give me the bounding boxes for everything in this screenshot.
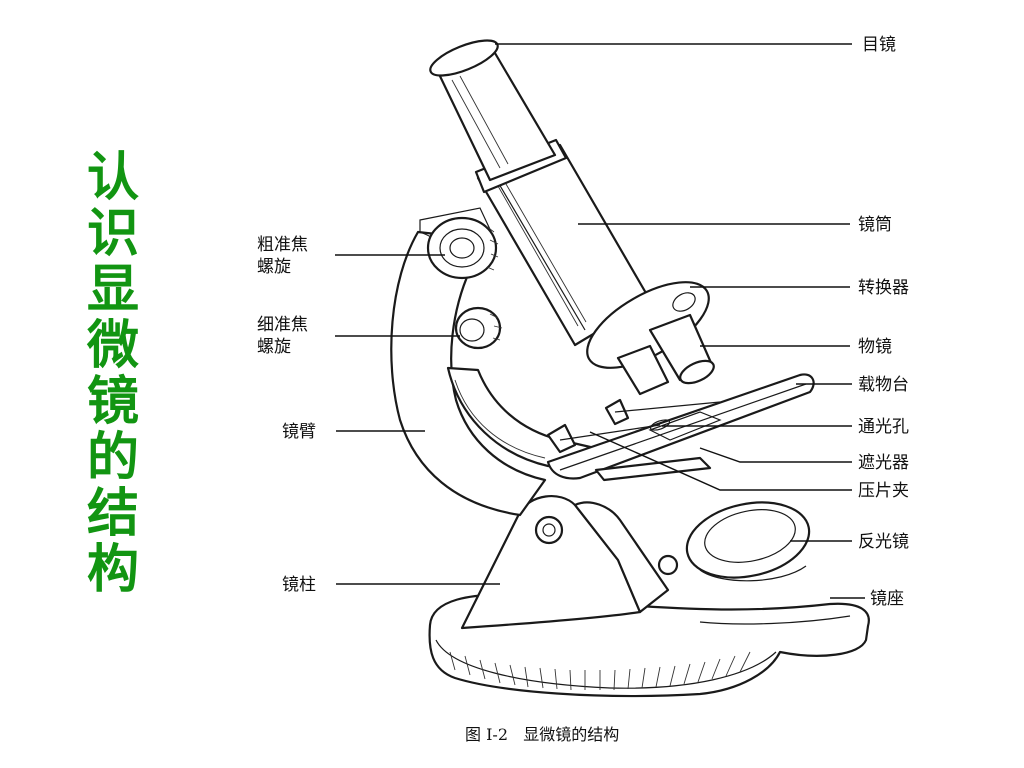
stage-drawing xyxy=(546,373,815,482)
label-fine-line2: 螺旋 xyxy=(257,337,291,357)
title-char: 的 xyxy=(86,428,139,488)
leader-clip xyxy=(589,431,852,491)
leader-diaphragm xyxy=(699,447,852,463)
label-base: 镜座 xyxy=(870,589,904,609)
title-char: 镜 xyxy=(86,372,139,432)
title-char: 结 xyxy=(86,484,139,544)
label-objective: 物镜 xyxy=(858,337,892,357)
pillar-drawing xyxy=(460,495,679,630)
vertical-title: 认 识 显 微 镜 的 结 构 xyxy=(78,150,148,598)
objective-drawing xyxy=(616,313,715,396)
label-clip: 压片夹 xyxy=(858,481,909,501)
title-char: 显 xyxy=(86,260,139,320)
label-coarse-line2: 螺旋 xyxy=(257,257,291,277)
coarse-knob-drawing xyxy=(426,216,499,280)
title-char: 识 xyxy=(86,204,139,264)
label-eyepiece: 目镜 xyxy=(862,35,896,55)
eyepiece-drawing xyxy=(429,39,557,182)
title-char: 认 xyxy=(86,148,139,208)
leader-lines xyxy=(335,43,865,599)
label-coarse-line1: 粗准焦 xyxy=(257,235,308,255)
part-labels: 目镜 镜筒 粗准焦 螺旋 细准焦 螺旋 转换器 物镜 载物台 通光孔 遮光器 压… xyxy=(257,35,909,744)
fine-knob-drawing xyxy=(454,306,503,350)
label-fine-line1: 细准焦 xyxy=(257,315,308,335)
label-tube: 镜筒 xyxy=(858,215,892,235)
label-nosepiece: 转换器 xyxy=(858,278,909,298)
label-diaphragm: 遮光器 xyxy=(858,453,909,473)
label-stage: 载物台 xyxy=(858,375,909,395)
figure-caption: 图 I-2 显微镜的结构 xyxy=(465,725,619,744)
label-arm: 镜臂 xyxy=(282,422,316,442)
label-mirror: 反光镜 xyxy=(858,532,909,552)
title-char: 微 xyxy=(86,316,139,376)
title-char: 构 xyxy=(86,540,139,600)
mirror-drawing xyxy=(685,501,811,582)
label-pillar: 镜柱 xyxy=(282,575,316,595)
label-aperture: 通光孔 xyxy=(858,417,909,437)
